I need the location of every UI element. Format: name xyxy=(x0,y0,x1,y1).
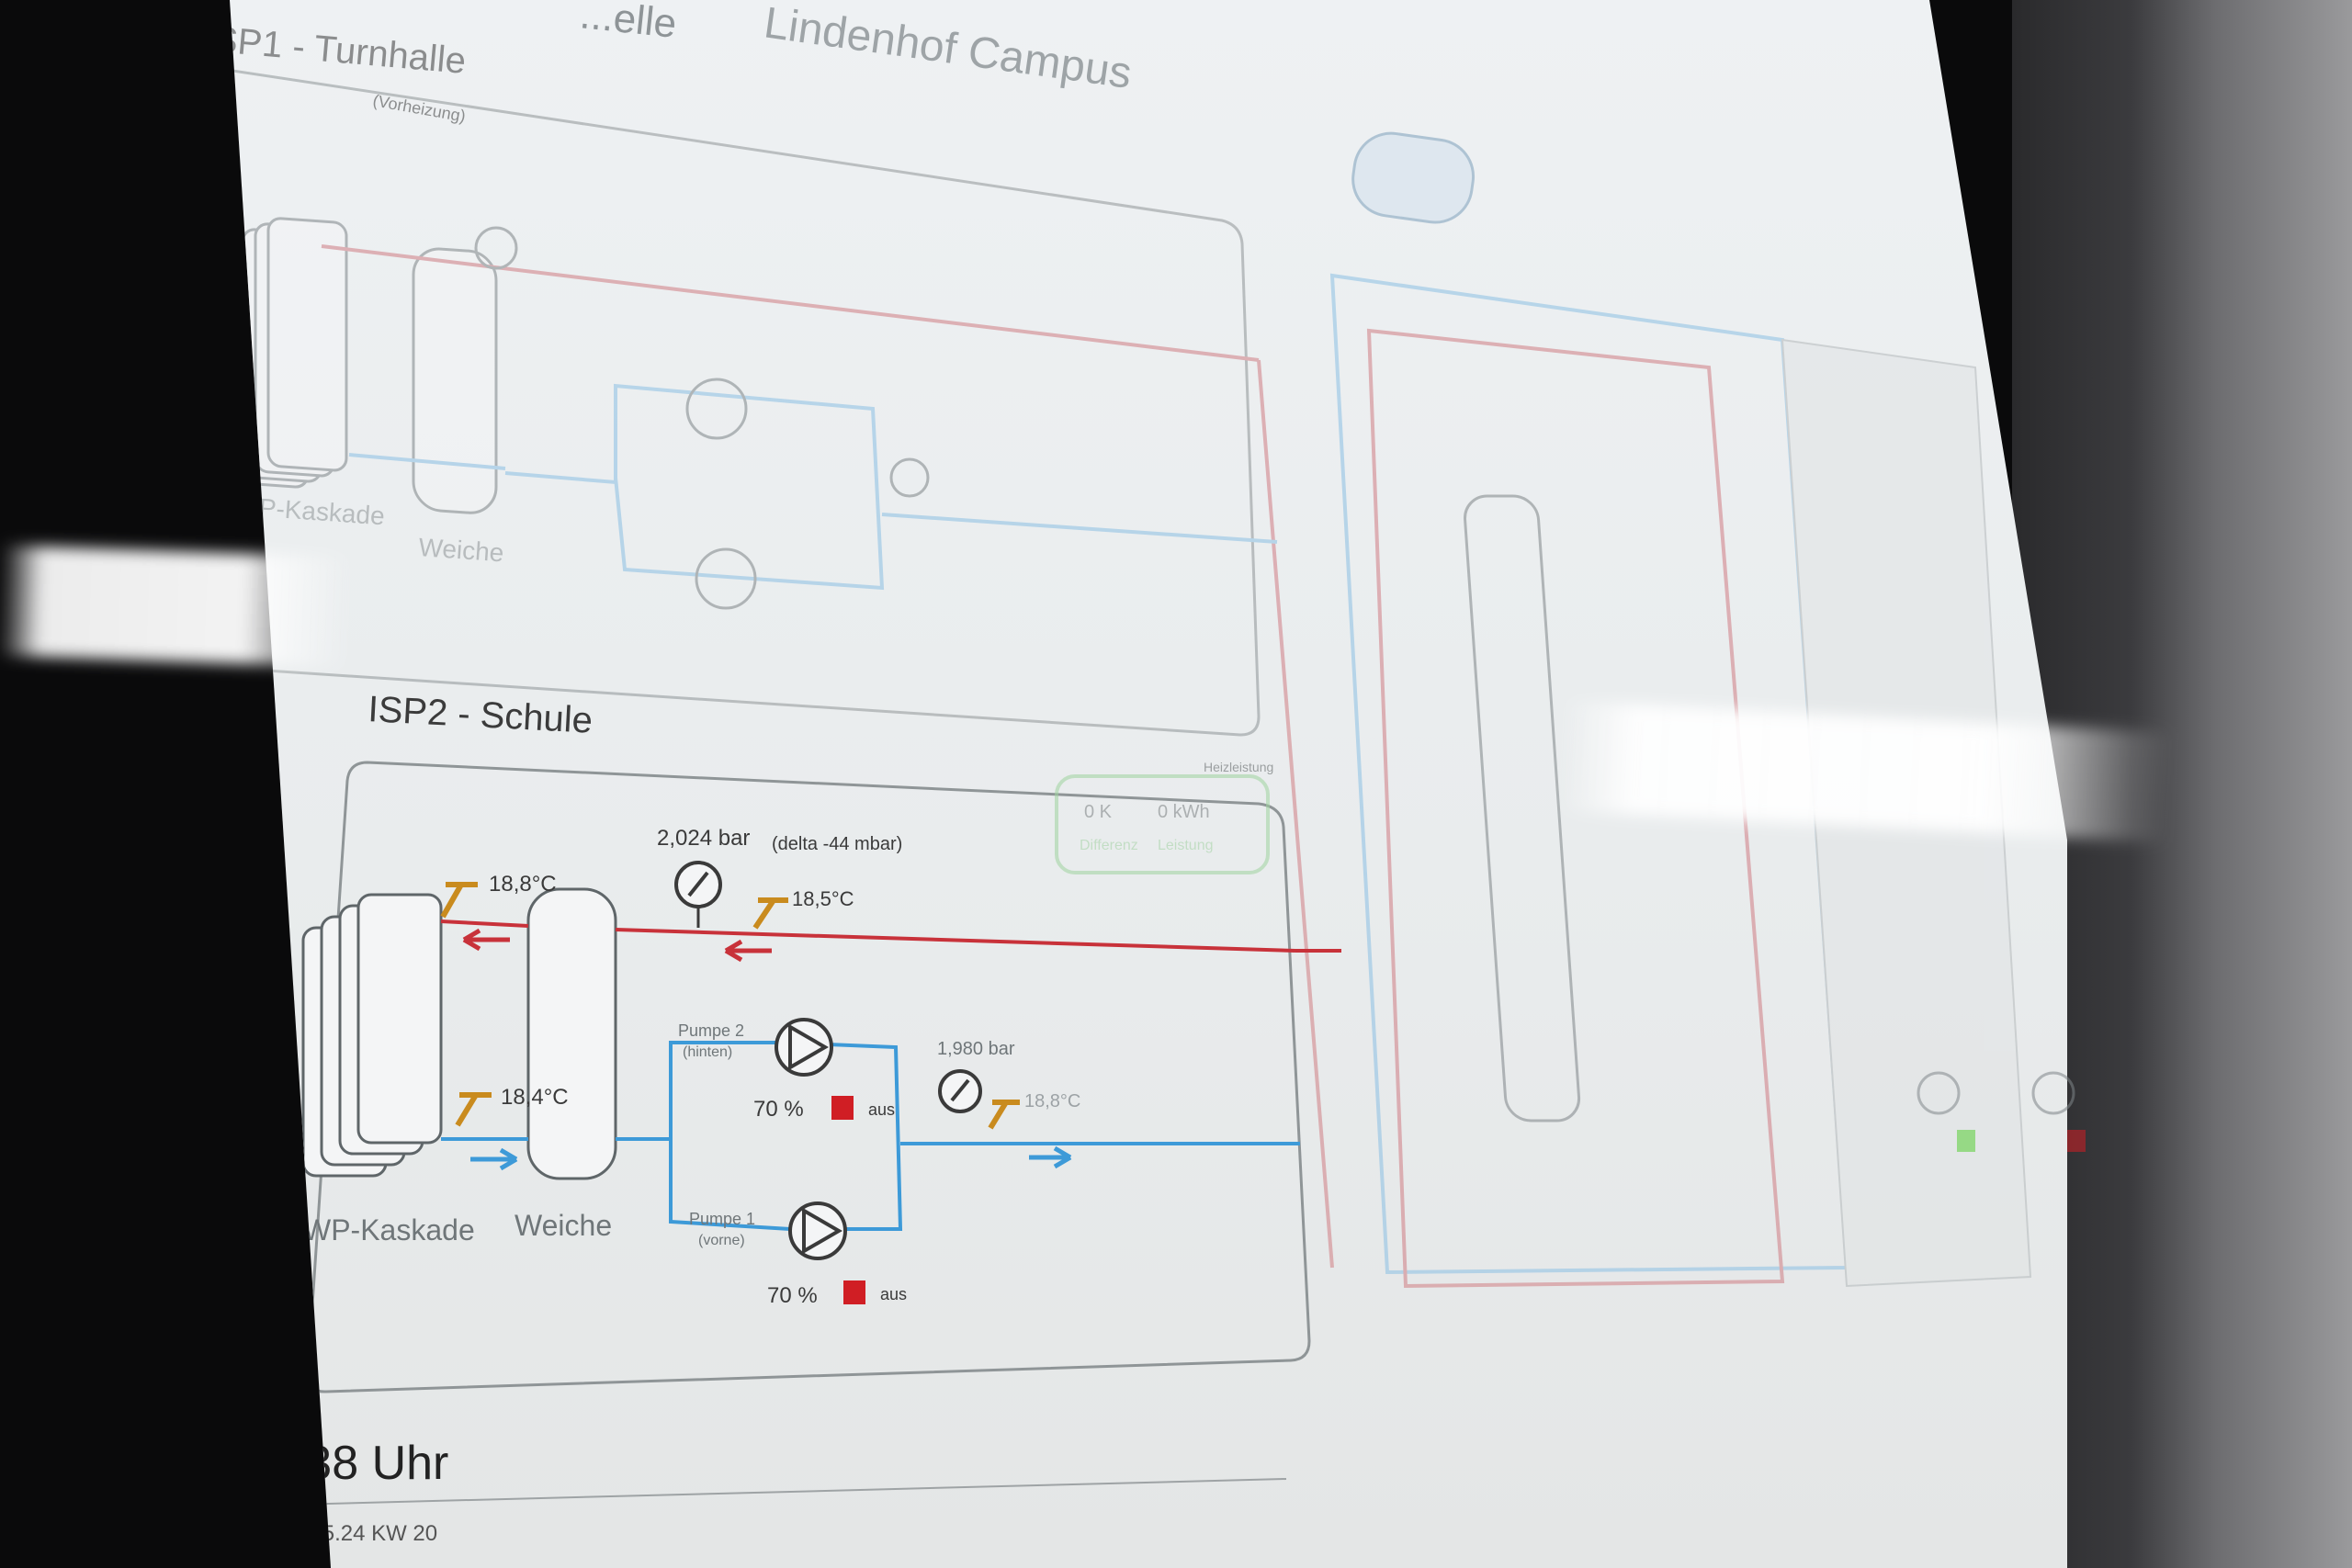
pump2-sub: (hinten) xyxy=(683,1044,732,1060)
heat-output-sub-2: Leistung xyxy=(1158,838,1214,853)
isp2-separator xyxy=(526,887,617,1180)
temp-sensor-4-icon xyxy=(988,1100,1020,1130)
footer: 16:38 Uhr Do. 16.05.24 KW 20 xyxy=(230,1437,1287,1546)
isp2-panel: ISP2 - Schule WP-Kaskade Weiche xyxy=(301,689,1341,1393)
isp1-panel: ISP1 - Turnhalle (Vorheizung) WP-Kaskade… xyxy=(230,18,1334,1269)
pressure-right: 1,980 bar xyxy=(937,1039,1015,1059)
return-arrow-left-icon xyxy=(470,1147,518,1171)
pressure-delta: (delta -44 mbar) xyxy=(772,834,902,854)
isp2-title: ISP2 - Schule xyxy=(368,689,594,741)
status-red-right xyxy=(2067,1130,2086,1152)
heat-output-value-2: 0 kWh xyxy=(1158,802,1210,822)
temp-return-right: 18,8°C xyxy=(1024,1091,1080,1111)
pump1-state: aus xyxy=(880,1285,907,1303)
heat-output-value-1: 0 K xyxy=(1084,802,1113,822)
supply-line xyxy=(440,919,1296,953)
heat-output-sub-1: Differenz xyxy=(1080,838,1138,853)
clock-date: Do. 16.05.24 KW 20 xyxy=(239,1521,437,1546)
temp-sensor-1-icon xyxy=(440,882,478,919)
isp2-cascade-label: WP-Kaskade xyxy=(303,1213,475,1247)
pressure-top: 2,024 bar xyxy=(657,826,750,851)
buffer-tank xyxy=(1464,494,1581,1122)
isp1-separator xyxy=(412,247,498,514)
isp2-cascade xyxy=(301,893,443,1178)
isp1-cascade-label: WP-Kaskade xyxy=(234,491,386,530)
pump1-percent: 70 % xyxy=(767,1283,818,1308)
pump-b-icon xyxy=(2031,1071,2075,1115)
menu-pill-button[interactable] xyxy=(1348,129,1477,227)
isp1-separator-label: Weiche xyxy=(418,533,505,567)
pump2-state: aus xyxy=(868,1100,895,1119)
isp1-subtitle: (Vorheizung) xyxy=(371,91,467,125)
temp-sensor-2-icon xyxy=(455,1092,492,1127)
isp1-title: ISP1 - Turnhalle xyxy=(230,18,468,82)
temp-supply-left: 18,8°C xyxy=(489,872,557,897)
clock-time: 16:38 Uhr xyxy=(239,1437,448,1490)
pump2-status-indicator xyxy=(831,1096,854,1120)
pump2-percent: 70 % xyxy=(753,1097,804,1122)
heat-output-box: Heizleistung 0 K 0 kWh Differenz Leistun… xyxy=(1055,760,1273,874)
isp1-pump-2-icon xyxy=(685,378,748,440)
temp-supply-right: 18,5°C xyxy=(792,887,854,910)
isp1-pressure-gauge-2-icon xyxy=(889,457,930,498)
pump1-sub: (vorne) xyxy=(698,1233,745,1248)
supply-arrow-right-icon xyxy=(724,939,772,963)
isp1-pressure-gauge-icon xyxy=(474,226,518,270)
isp2-frame xyxy=(306,761,1311,1393)
light-reflection-left xyxy=(0,545,351,668)
supply-arrow-left-icon xyxy=(462,928,510,952)
isp2-separator-label: Weiche xyxy=(514,1209,612,1242)
temp-return-left: 18,4°C xyxy=(501,1085,569,1110)
return-line xyxy=(441,1041,1300,1231)
pump-a-icon xyxy=(1917,1071,1961,1115)
isp1-pump-1-icon xyxy=(695,547,757,610)
header-title: ...elle xyxy=(578,0,679,47)
isp1-cascade xyxy=(230,217,348,489)
status-green xyxy=(1957,1130,1975,1152)
pump1-status-indicator xyxy=(843,1280,865,1304)
pump2-label: Pumpe 2 xyxy=(678,1021,744,1040)
temp-sensor-3-icon xyxy=(752,897,788,930)
header: ...elle Lindenhof Campus xyxy=(578,0,1135,98)
pump1-label: Pumpe 1 xyxy=(689,1210,755,1228)
campus-name: Lindenhof Campus xyxy=(761,0,1134,98)
return-arrow-right-icon xyxy=(1029,1145,1072,1169)
heat-output-label: Heizleistung xyxy=(1204,760,1273,774)
